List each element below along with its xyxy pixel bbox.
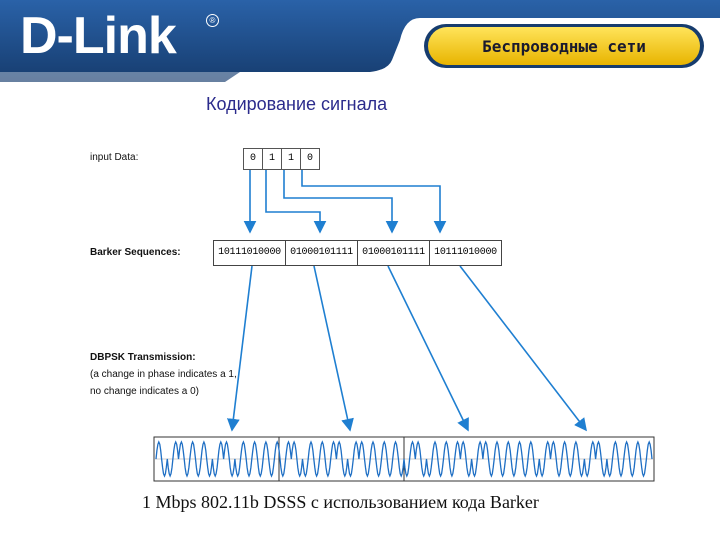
- slide-title: Кодирование сигнала: [206, 94, 388, 114]
- header-background: [0, 0, 720, 82]
- input-bit: 1: [281, 148, 301, 170]
- section-title: Беспроводные сети: [482, 36, 646, 56]
- barker-sequence: 01000101111: [285, 240, 358, 266]
- phase-waveform: [155, 440, 653, 478]
- barker-label: Barker Sequences:: [90, 247, 181, 258]
- dbpsk-signal: [153, 436, 655, 482]
- dbpsk-note-2: no change indicates a 0): [90, 386, 199, 397]
- dbpsk-label: DBPSK Transmission:: [90, 352, 196, 363]
- header-band: D-Link ® Беспроводные сети: [0, 0, 720, 82]
- dbpsk-note-1: (a change in phase indicates a 1,: [90, 369, 237, 380]
- input-bits: 0 1 1 0: [243, 148, 320, 170]
- sequence-to-signal-arrows: [227, 265, 587, 432]
- barker-sequence: 10111010000: [429, 240, 502, 266]
- barker-sequence: 10111010000: [213, 240, 286, 266]
- barker-sequence: 01000101111: [357, 240, 430, 266]
- slide-caption: 1 Mbps 802.11b DSSS с использованием код…: [142, 492, 539, 512]
- input-bit: 0: [300, 148, 320, 170]
- registered-mark: ®: [206, 14, 219, 27]
- input-data-label: input Data:: [90, 152, 139, 163]
- input-bit: 1: [262, 148, 282, 170]
- input-bit: 0: [243, 148, 263, 170]
- dlink-logo: D-Link: [20, 7, 177, 65]
- barker-sequences: 10111010000 01000101111 01000101111 1011…: [213, 240, 502, 266]
- bit-to-sequence-arrows: [243, 170, 447, 234]
